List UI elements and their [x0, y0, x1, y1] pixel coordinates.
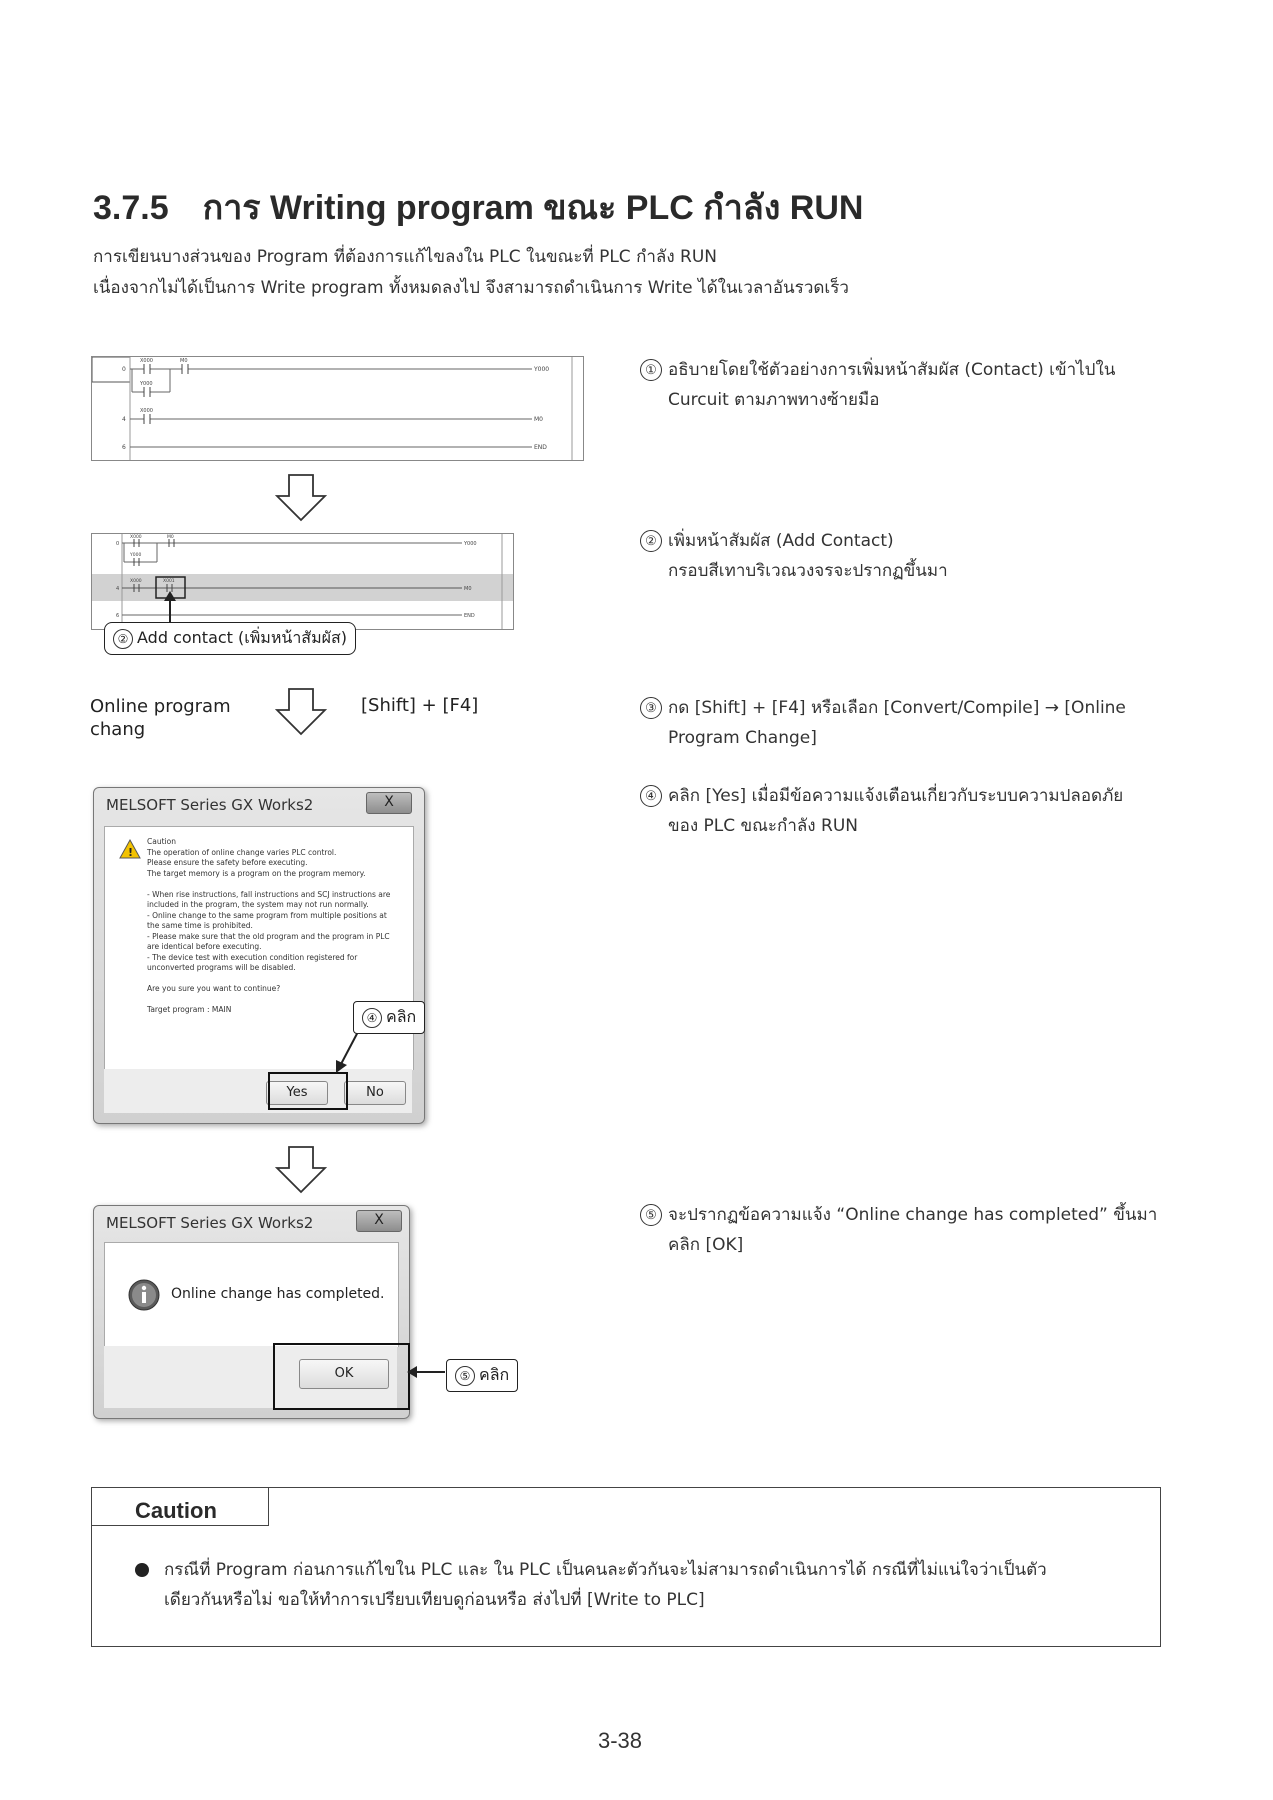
pointer-arrow-add-contact: [164, 591, 176, 624]
no-button[interactable]: No: [344, 1081, 406, 1105]
shortcut-label: [Shift] + [F4]: [361, 695, 479, 716]
contact-y000-e-branch: Y000: [129, 552, 141, 566]
contact-x000-r4: X000: [140, 408, 153, 424]
intro-line-2: เนื่องจากไม่ได้เป็นการ Write program ทั้…: [93, 278, 849, 298]
completed-message: Online change has completed.: [171, 1286, 385, 1302]
step-4: 4: [122, 416, 126, 423]
contact-m0-e0: M0: [167, 534, 175, 547]
yes-highlight-box: [268, 1072, 348, 1110]
dialog-online-change-completed: MELSOFT Series GX Works2 X Online change…: [93, 1205, 410, 1419]
dialog-title: MELSOFT Series GX Works2: [106, 1214, 314, 1232]
warning-icon: !: [119, 839, 141, 859]
yes-button[interactable]: Yes: [266, 1081, 328, 1105]
down-arrow-icon: [275, 688, 327, 736]
coil-m0: M0: [534, 416, 543, 423]
svg-text:M0: M0: [167, 534, 174, 540]
contact-x000-e4: X000: [130, 578, 142, 592]
svg-text:X000: X000: [130, 534, 142, 540]
svg-text:M0: M0: [464, 586, 472, 592]
ok-button[interactable]: OK: [299, 1359, 389, 1389]
caution-heading-tab: [91, 1487, 269, 1526]
section-number: 3.7.5: [93, 189, 169, 227]
contact-m0-r0: M0: [180, 358, 189, 374]
intro-line-1: การเขียนบางส่วนของ Program ที่ต้องการแก้…: [93, 247, 718, 267]
ladder-diagram-edited: 0 X000 M0 Y000 Y000 4 X000 X001 M0 6 END: [91, 533, 514, 630]
contact-x001-new: X001: [163, 578, 175, 592]
pointer-arrow-yes: [336, 1027, 361, 1073]
section-title: 3.7.5 การ Writing program ขณะ PLC กำลัง R…: [93, 180, 863, 234]
svg-text:X000: X000: [140, 408, 153, 414]
caution-heading: Caution: [135, 1498, 217, 1523]
ladder-svg-edited: 0 X000 M0 Y000 Y000 4 X000 X001 M0 6 END: [92, 534, 513, 629]
svg-text:X000: X000: [130, 578, 142, 584]
svg-text:Y000: Y000: [129, 552, 141, 558]
svg-text:4: 4: [116, 586, 119, 592]
svg-text:6: 6: [116, 613, 119, 619]
svg-text:X001: X001: [163, 578, 175, 584]
info-icon: [128, 1279, 160, 1311]
dialog-close-button[interactable]: X: [356, 1210, 402, 1232]
step-0: 0: [122, 366, 126, 373]
svg-text:X000: X000: [140, 358, 153, 364]
svg-text:END: END: [464, 613, 475, 619]
svg-text:M0: M0: [180, 358, 188, 364]
caution-box: [91, 1487, 1161, 1647]
step-6: 6: [122, 444, 126, 451]
caution-bullet: กรณีที่ Program ก่อนการแก้ไขใน PLC และ ใ…: [164, 1560, 1047, 1610]
ladder-svg-original: 0 X000 M0 Y000 Y000 4 X000 M0 6 END: [92, 357, 573, 460]
dialog-body: Online change has completed.: [104, 1242, 399, 1347]
contact-y000-branch: Y000: [139, 381, 153, 397]
contact-x000-e0: X000: [130, 534, 142, 547]
svg-text:!: !: [128, 846, 133, 859]
contact-x000-r0: X000: [140, 358, 153, 374]
dialog-online-change-caution: MELSOFT Series GX Works2 X ! Caution The…: [93, 787, 425, 1124]
ladder-diagram-original: 0 X000 M0 Y000 Y000 4 X000 M0 6 END: [91, 356, 584, 461]
bullet-icon: [135, 1563, 149, 1577]
coil-y000: Y000: [533, 366, 549, 373]
down-arrow-icon: [275, 1146, 327, 1194]
dialog-close-button[interactable]: X: [366, 792, 412, 814]
coil-end: END: [534, 444, 547, 451]
pointer-arrow-ok: [407, 1366, 445, 1378]
caution-message: Caution The operation of online change v…: [147, 837, 391, 1014]
svg-text:Y000: Y000: [463, 541, 477, 547]
ok-highlight-box: [273, 1343, 410, 1410]
online-program-label: Online program chang: [90, 696, 231, 740]
intro-paragraph: การเขียนบางส่วนของ Program ที่ต้องการแก้…: [93, 242, 849, 304]
section-heading: การ Writing program ขณะ PLC กำลัง RUN: [202, 189, 864, 227]
svg-text:Y000: Y000: [139, 381, 153, 387]
dialog-title: MELSOFT Series GX Works2: [106, 796, 314, 814]
down-arrow-icon: [275, 474, 327, 522]
page-number: 3-38: [598, 1728, 643, 1753]
svg-text:0: 0: [116, 541, 119, 547]
